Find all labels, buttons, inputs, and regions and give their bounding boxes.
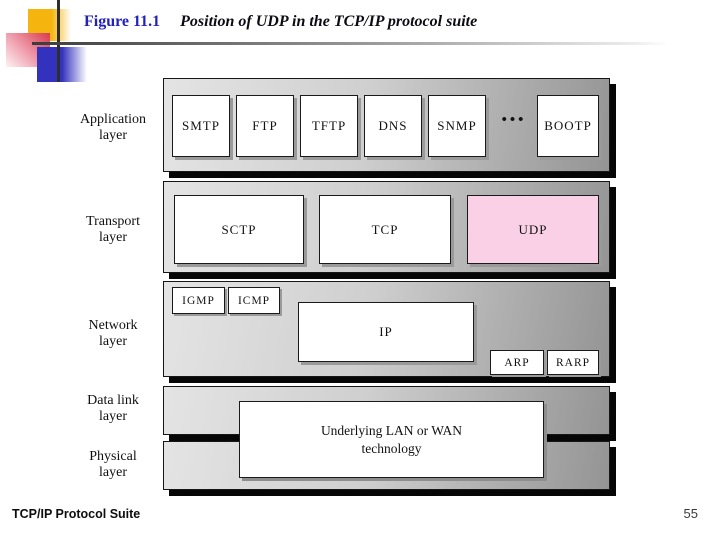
accent-blue-square <box>37 47 87 82</box>
label-application-layer: Application layer <box>79 112 147 144</box>
protocol-box-tftp: TFTP <box>300 95 358 157</box>
figure-number: Figure 11.1 <box>84 13 161 30</box>
protocol-box-tcp: TCP <box>319 195 451 264</box>
accent-vertical-line <box>57 0 60 82</box>
label-network-layer: Network layer <box>88 318 138 350</box>
protocol-box-dns: DNS <box>364 95 422 157</box>
protocol-box-icmp: ICMP <box>228 287 280 314</box>
protocol-box-bootp: BOOTP <box>537 95 599 157</box>
protocol-box-sctp: SCTP <box>174 195 304 264</box>
label-datalink-layer: Data link layer <box>87 393 139 425</box>
accent-horizontal-rule <box>32 42 668 45</box>
protocol-box-ftp: FTP <box>236 95 294 157</box>
label-physical-layer: Physical layer <box>89 449 137 481</box>
lan-wan-technology-box: Underlying LAN or WAN technology <box>239 401 544 478</box>
footer-book-title: TCP/IP Protocol Suite <box>12 507 141 521</box>
label-transport-layer: Transport layer <box>86 214 140 246</box>
protocol-box-ip: IP <box>298 302 474 362</box>
page-number: 55 <box>683 506 698 521</box>
protocol-box-arp: ARP <box>490 350 544 375</box>
figure-caption: Position of UDP in the TCP/IP protocol s… <box>180 13 478 30</box>
slide-title: Figure 11.1 Position of UDP in the TCP/IP… <box>84 13 477 31</box>
more-protocols-ellipsis: ••• <box>501 112 527 128</box>
protocol-box-igmp: IGMP <box>172 287 225 314</box>
protocol-box-rarp: RARP <box>547 350 599 375</box>
protocol-box-snmp: SNMP <box>428 95 486 157</box>
protocol-box-smtp: SMTP <box>172 95 230 157</box>
protocol-box-udp: UDP <box>467 195 599 264</box>
